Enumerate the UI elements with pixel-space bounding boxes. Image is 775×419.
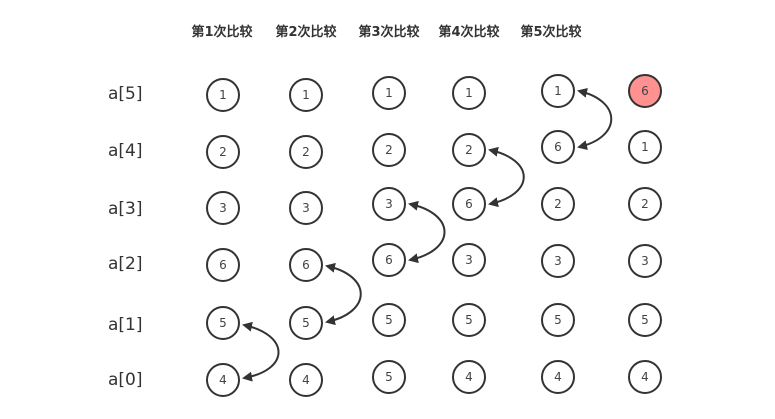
node-c6-a4: 1 — [628, 130, 662, 164]
node-c4-a1: 5 — [452, 303, 486, 337]
header-compare-3: 第3次比较 — [358, 25, 420, 40]
node-c1-a3: 3 — [206, 191, 240, 225]
row-label-a4: a[4] — [108, 141, 143, 161]
node-c3-a5: 1 — [372, 76, 406, 110]
node-c4-a4: 2 — [452, 133, 486, 167]
node-c1-a2: 6 — [206, 248, 240, 282]
node-c1-a1: 5 — [206, 306, 240, 340]
row-label-a5: a[5] — [108, 84, 143, 104]
node-c5-a1: 5 — [541, 303, 575, 337]
node-c1-a5: 1 — [206, 78, 240, 112]
node-c2-a3: 3 — [289, 191, 323, 225]
node-c4-a3: 6 — [452, 187, 486, 221]
header-compare-4: 第4次比较 — [438, 25, 500, 40]
swap-arrow-c2 — [325, 262, 362, 326]
node-c3-a0: 5 — [372, 360, 406, 394]
node-c5-a4: 6 — [541, 130, 575, 164]
node-c6-a1: 5 — [628, 303, 662, 337]
node-c3-a1: 5 — [372, 303, 406, 337]
node-c2-a5: 1 — [289, 78, 323, 112]
node-c3-a4: 2 — [372, 133, 406, 167]
node-c2-a0: 4 — [289, 363, 323, 397]
node-c6-a0: 4 — [628, 360, 662, 394]
node-c2-a1: 5 — [289, 306, 323, 340]
node-c2-a4: 2 — [289, 135, 323, 169]
node-c5-a0: 4 — [541, 360, 575, 394]
header-compare-2: 第2次比较 — [275, 25, 337, 40]
header-compare-5: 第5次比较 — [520, 25, 582, 40]
swap-arrow-c3 — [408, 200, 446, 264]
node-c3-a2: 6 — [372, 243, 406, 277]
row-label-a3: a[3] — [108, 199, 143, 219]
node-c2-a2: 6 — [289, 248, 323, 282]
row-label-a2: a[2] — [108, 254, 143, 274]
swap-arrow-c4 — [488, 146, 525, 208]
node-c5-a3: 2 — [541, 187, 575, 221]
node-c3-a3: 3 — [372, 187, 406, 221]
node-c5-a2: 3 — [541, 244, 575, 278]
node-c6-a5-highlighted: 6 — [628, 74, 662, 108]
swap-arrow-c1 — [242, 321, 280, 382]
row-label-a1: a[1] — [108, 315, 143, 335]
node-c6-a2: 3 — [628, 244, 662, 278]
node-c4-a0: 4 — [452, 360, 486, 394]
node-c6-a3: 2 — [628, 187, 662, 221]
node-c4-a2: 3 — [452, 243, 486, 277]
node-c1-a0: 4 — [206, 363, 240, 397]
row-label-a0: a[0] — [108, 370, 143, 390]
node-c5-a5: 1 — [541, 74, 575, 108]
node-c1-a4: 2 — [206, 135, 240, 169]
header-compare-1: 第1次比较 — [191, 25, 253, 40]
swap-arrow-c5 — [577, 87, 613, 151]
node-c4-a5: 1 — [452, 76, 486, 110]
